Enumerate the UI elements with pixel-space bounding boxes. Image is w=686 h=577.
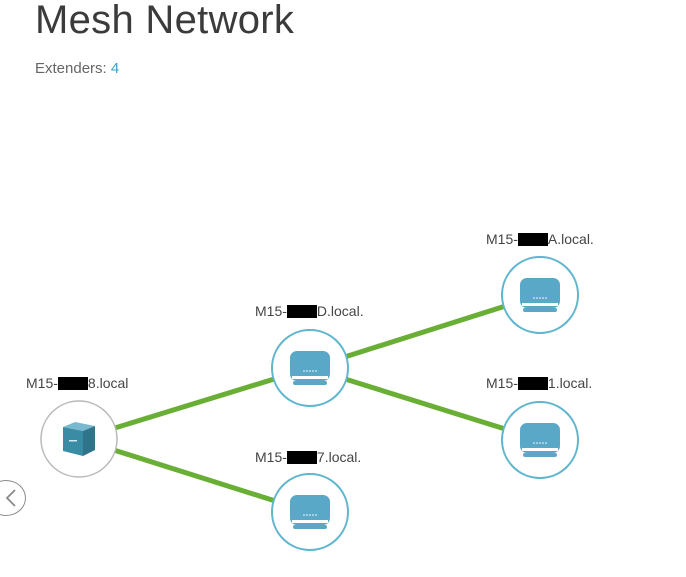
node-label-ext-7: M15- 7.local.: [255, 449, 361, 465]
node-label-ext-d: M15- D.local.: [255, 303, 364, 319]
node-label-prefix: M15-: [26, 375, 58, 391]
node-label-prefix: M15-: [255, 303, 287, 319]
node-label-prefix: M15-: [486, 375, 518, 391]
mesh-node-ext-1[interactable]: [501, 401, 579, 479]
mesh-node-ext-7[interactable]: [271, 473, 349, 551]
mesh-link-router-ext-d: [76, 365, 313, 442]
extender-icon: [520, 278, 560, 312]
extender-icon: [520, 423, 560, 457]
mesh-node-router[interactable]: [40, 400, 118, 478]
extender-icon: [290, 351, 330, 385]
mesh-link-ext-d-ext-a: [307, 292, 543, 371]
mesh-link-ext-d-ext-1: [307, 365, 543, 443]
node-label-suffix: A.local.: [547, 231, 594, 247]
extender-icon: [290, 495, 330, 529]
mesh-node-ext-a[interactable]: [501, 256, 579, 334]
mesh-node-ext-d[interactable]: [271, 329, 349, 407]
node-label-suffix: 8.local: [87, 375, 129, 391]
redaction-bar: [517, 233, 548, 246]
extenders-label: Extenders:: [35, 60, 107, 77]
redaction-bar: [286, 305, 317, 318]
node-label-prefix: M15-: [255, 449, 287, 465]
extenders-summary: Extenders: 4: [35, 60, 119, 77]
node-label-suffix: D.local.: [316, 303, 364, 319]
node-label-prefix: M15-: [486, 231, 518, 247]
nodes-layer: [40, 256, 579, 551]
mesh-link-router-ext-7: [76, 436, 313, 515]
node-label-suffix: 7.local.: [316, 449, 362, 465]
links-layer: [76, 292, 543, 515]
node-label-ext-1: M15- 1.local.: [486, 375, 592, 391]
extenders-count: 4: [110, 60, 120, 77]
redaction-bar: [286, 451, 317, 464]
node-label-router: M15- 8.local: [26, 375, 128, 391]
page-title: Mesh Network: [35, 0, 295, 42]
node-label-suffix: 1.local.: [547, 375, 593, 391]
chevron-left-icon: [5, 489, 16, 507]
redaction-bar: [57, 377, 88, 390]
router-icon: [63, 422, 95, 456]
node-label-ext-a: M15- A.local.: [486, 231, 594, 247]
redaction-bar: [517, 377, 548, 390]
